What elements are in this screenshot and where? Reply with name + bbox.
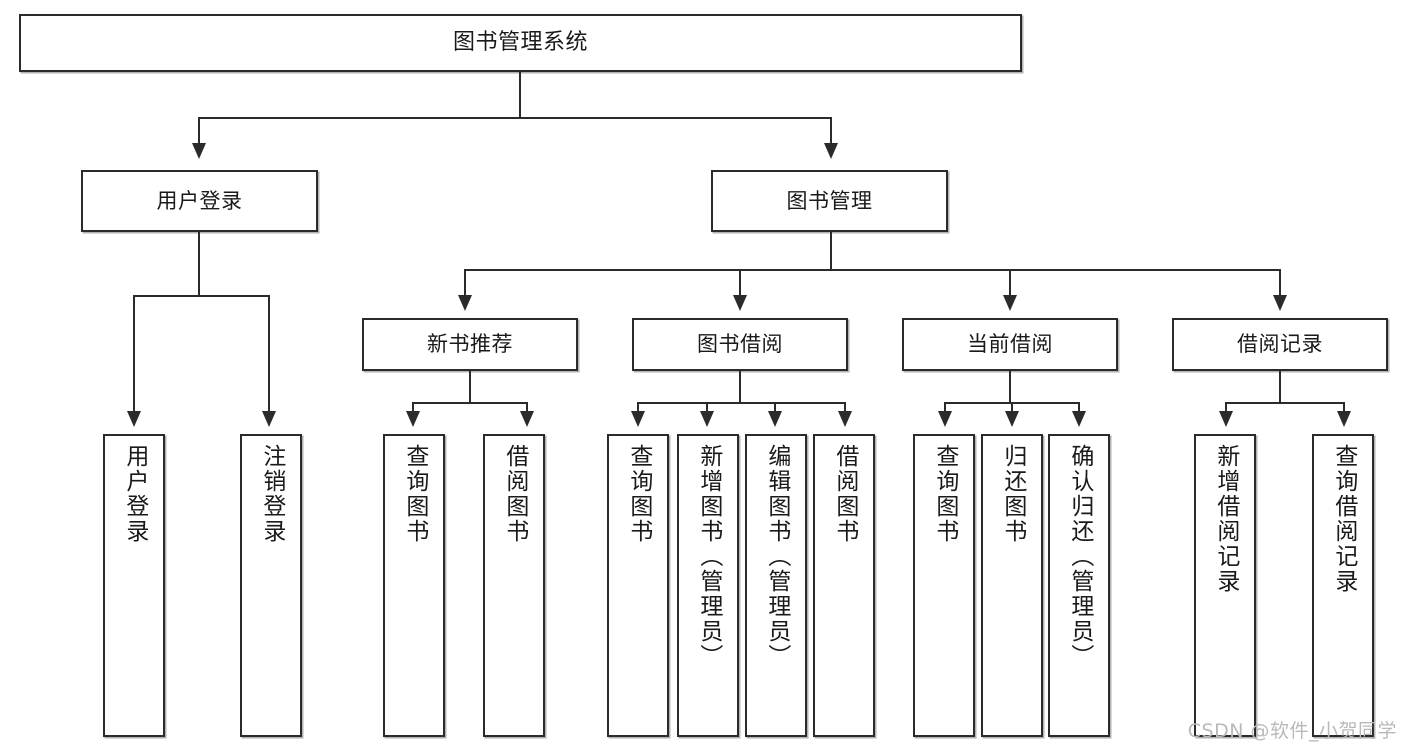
arrowhead-book-borrow-to-leaf-3 [768,411,782,427]
connector-book-borrow-to-leaf-4 [844,402,846,413]
leaf-user-login-login[interactable]: 用户登录 [103,434,165,737]
leaf-borrow-record-add-record[interactable]: 新增借阅记录 [1194,434,1256,737]
node-label: 新增图书（管理员） [695,444,722,669]
node-label: 新增借阅记录 [1212,444,1239,594]
connector-book-borrow-bus [637,402,844,404]
arrowhead-book-borrow-to-leaf-1 [631,411,645,427]
node-root-book-management-system[interactable]: 图书管理系统 [19,14,1022,72]
node-label: 确认归还（管理员） [1066,444,1093,669]
connector-root-stem [519,72,521,118]
leaf-book-borrow-borrow-book[interactable]: 借阅图书 [813,434,875,737]
node-label: 图书管理 [786,188,873,213]
arrowhead-book-borrow-to-leaf-4 [838,411,852,427]
connector-book-borrow-to-leaf-3 [774,402,776,413]
arrowhead-root-to-book-management [824,143,838,159]
csdn-watermark: CSDN @软件_小贺同学 [1187,720,1397,742]
connector-book-management-bus [464,269,1280,271]
node-book-borrow[interactable]: 图书借阅 [632,318,848,371]
leaf-new-book-query-book[interactable]: 查询图书 [383,434,445,737]
arrowhead-user-login-to-leaf-1 [127,411,141,427]
connector-user-login-to-leaf-1 [133,295,135,413]
connector-book-borrow-to-leaf-1 [637,402,639,413]
connector-current-borrow-to-leaf-2 [1011,402,1013,413]
connector-borrow-record-bus [1225,402,1344,404]
node-label: 图书借阅 [697,332,783,357]
arrowhead-borrow-record-to-leaf-2 [1337,411,1351,427]
leaf-book-borrow-add-book-admin[interactable]: 新增图书（管理员） [677,434,739,737]
connector-user-login-stem [198,232,200,296]
node-current-borrow[interactable]: 当前借阅 [902,318,1118,371]
leaf-user-login-logout[interactable]: 注销登录 [240,434,302,737]
connector-current-borrow-to-leaf-3 [1078,402,1080,413]
node-user-login[interactable]: 用户登录 [81,170,318,232]
arrowhead-bm-to-borrow-record [1273,295,1287,311]
node-new-book-recommend[interactable]: 新书推荐 [362,318,578,371]
connector-new-book-stem [469,371,471,403]
connector-new-book-to-leaf-2 [526,402,528,413]
node-label: 用户登录 [121,444,148,544]
node-book-management[interactable]: 图书管理 [711,170,948,232]
arrowhead-new-book-to-leaf-2 [520,411,534,427]
connector-bm-to-book-borrow [739,269,741,297]
connector-current-borrow-stem [1009,371,1011,403]
arrowhead-root-to-user-login [192,143,206,159]
node-label: 当前借阅 [967,332,1053,357]
connector-new-book-to-leaf-1 [412,402,414,413]
connector-bm-to-new-book [464,269,466,297]
node-label: 查询图书 [401,444,428,544]
leaf-book-borrow-query-book[interactable]: 查询图书 [607,434,669,737]
leaf-current-borrow-return-book[interactable]: 归还图书 [981,434,1043,737]
node-borrow-record[interactable]: 借阅记录 [1172,318,1388,371]
leaf-current-borrow-query-book[interactable]: 查询图书 [913,434,975,737]
node-label: 用户登录 [156,188,243,213]
arrowhead-bm-to-book-borrow [733,295,747,311]
connector-book-management-stem [830,232,832,270]
node-label: 查询图书 [931,444,958,544]
connector-user-login-bus [133,295,268,297]
node-label: 新书推荐 [427,332,513,357]
arrowhead-bm-to-new-book [458,295,472,311]
node-label: 编辑图书（管理员） [763,444,790,669]
leaf-book-borrow-edit-book-admin[interactable]: 编辑图书（管理员） [745,434,807,737]
connector-borrow-record-to-leaf-1 [1225,402,1227,413]
arrowhead-current-borrow-to-leaf-2 [1005,411,1019,427]
leaf-borrow-record-query-record[interactable]: 查询借阅记录 [1312,434,1374,737]
connector-root-to-user-login [198,117,200,145]
connector-book-borrow-stem [739,371,741,403]
connector-new-book-bus [412,402,526,404]
arrowhead-current-borrow-to-leaf-3 [1072,411,1086,427]
arrowhead-user-login-to-leaf-2 [262,411,276,427]
node-label: 查询借阅记录 [1330,444,1357,594]
connector-root-bus [198,117,832,119]
leaf-new-book-borrow-book[interactable]: 借阅图书 [483,434,545,737]
node-label: 注销登录 [258,444,285,544]
connector-borrow-record-to-leaf-2 [1343,402,1345,413]
node-label: 图书管理系统 [452,29,588,55]
connector-book-borrow-to-leaf-2 [706,402,708,413]
connector-bm-to-current-borrow [1009,269,1011,297]
connector-root-to-book-management [830,117,832,145]
connector-borrow-record-stem [1279,371,1281,403]
connector-current-borrow-to-leaf-1 [944,402,946,413]
node-label: 借阅图书 [831,444,858,544]
arrowhead-new-book-to-leaf-1 [406,411,420,427]
connector-user-login-to-leaf-2 [268,295,270,413]
arrowhead-book-borrow-to-leaf-2 [700,411,714,427]
arrowhead-bm-to-current-borrow [1003,295,1017,311]
node-label: 借阅记录 [1237,332,1323,357]
leaf-current-borrow-confirm-return-admin[interactable]: 确认归还（管理员） [1048,434,1110,737]
node-label: 归还图书 [999,444,1026,544]
node-label: 查询图书 [625,444,652,544]
arrowhead-current-borrow-to-leaf-1 [938,411,952,427]
arrowhead-borrow-record-to-leaf-1 [1219,411,1233,427]
node-label: 借阅图书 [501,444,528,544]
connector-bm-to-borrow-record [1279,269,1281,297]
